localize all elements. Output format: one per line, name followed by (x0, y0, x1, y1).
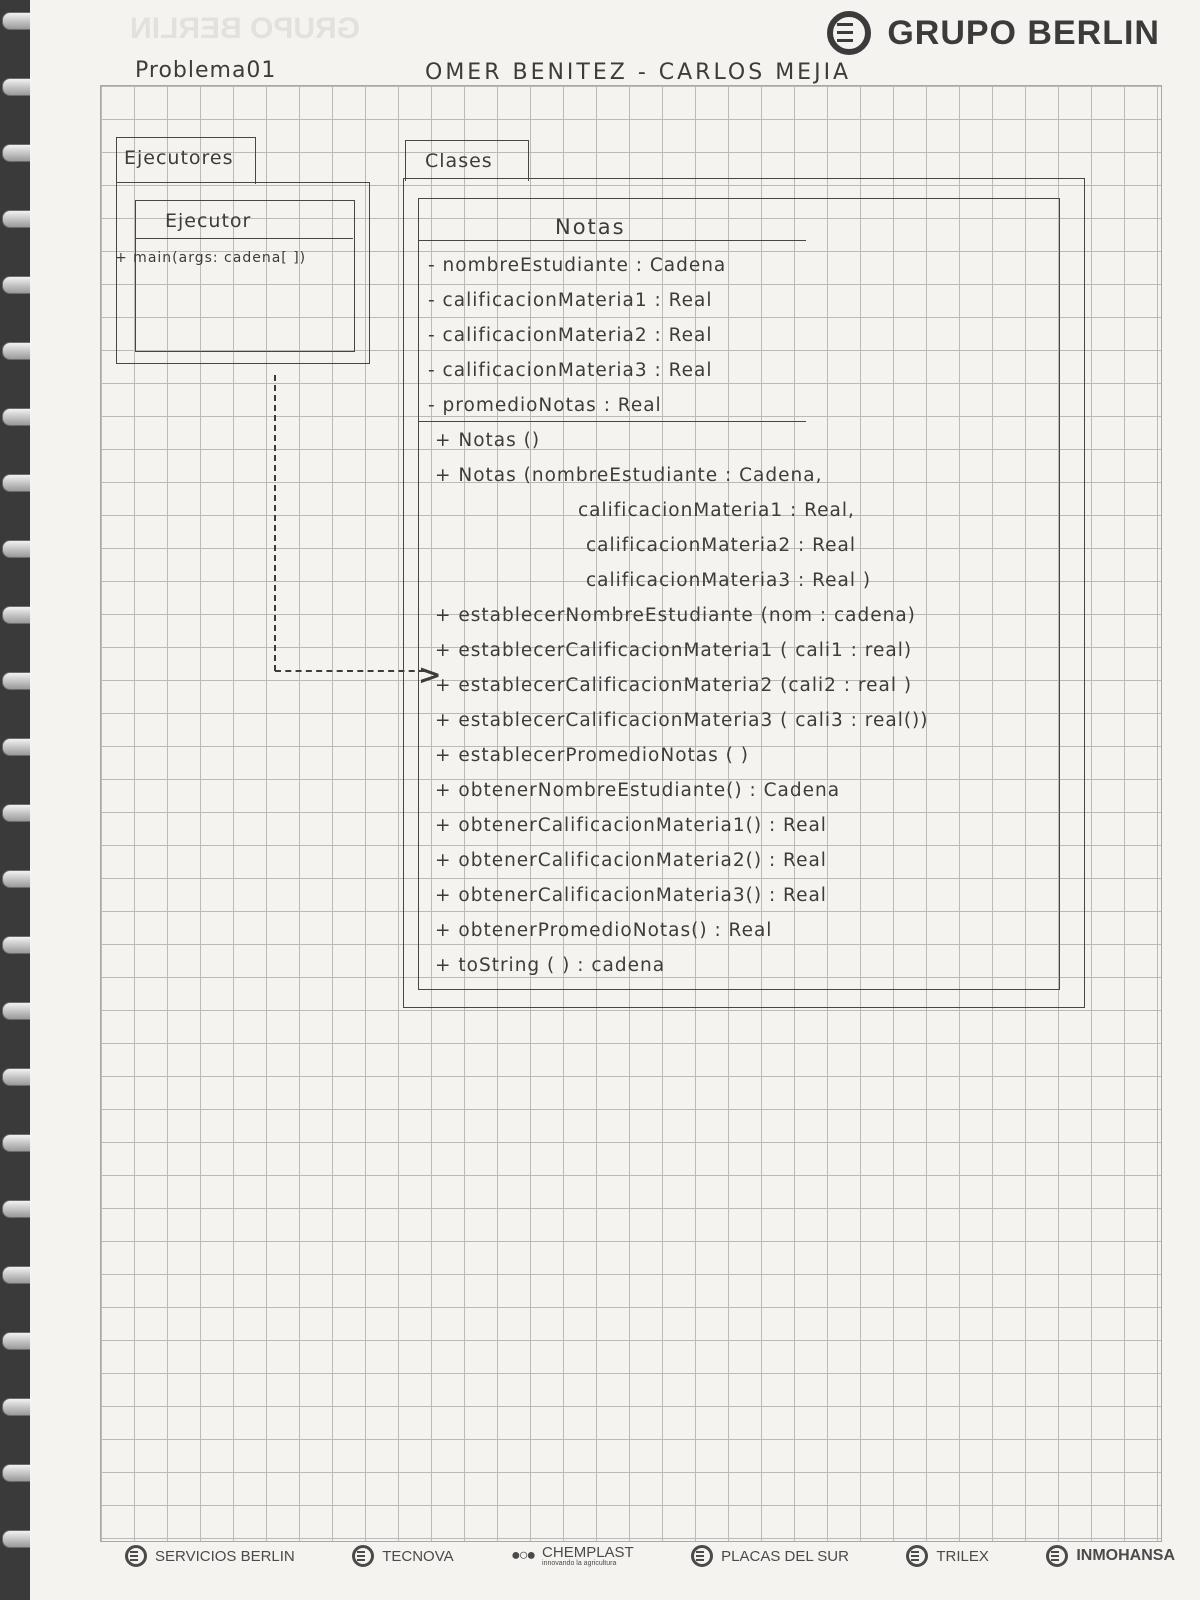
method-row: + toString ( ) : cadena (435, 955, 666, 976)
method-row: + obtenerPromedioNotas() : Real (435, 920, 773, 941)
dependency-line-horizontal (275, 670, 425, 672)
footer-brand: ●○● CHEMPLAST innovando la agricultura (511, 1545, 634, 1567)
graph-paper-grid (100, 85, 1162, 1542)
method-row-continuation: calificacionMateria1 : Real, (578, 500, 855, 521)
footer-brand: INMOHANSA (1046, 1545, 1175, 1567)
notas-class-name: Notas (555, 215, 626, 239)
method-row: + obtenerNombreEstudiante() : Cadena (435, 780, 841, 801)
method-row-continuation: calificacionMateria3 : Real ) (586, 570, 872, 591)
method-row: + establecerCalificacionMateria2 (cali2 … (435, 675, 913, 696)
dependency-line-vertical (274, 375, 276, 671)
chemplast-brand: CHEMPLAST innovando la agricultura (542, 1545, 634, 1567)
footer-brand-label: PLACAS DEL SUR (721, 1547, 849, 1565)
attribute-row: - calificacionMateria2 : Real (428, 325, 713, 346)
notas-attributes-divider (418, 421, 806, 422)
ejecutor-main-method: + main(args: cadena[ ]) (115, 250, 307, 266)
authors-title: OMER BENITEZ - CARLOS MEJIA (425, 60, 852, 85)
method-row: + obtenerCalificacionMateria3() : Real (435, 885, 827, 906)
footer-brand-label: TECNOVA (382, 1547, 454, 1565)
method-row-continuation: calificacionMateria2 : Real (586, 535, 856, 556)
brand-header: GRUPO BERLIN (827, 8, 1160, 58)
method-row: + obtenerCalificacionMateria2() : Real (435, 850, 827, 871)
clases-package-label: Clases (425, 150, 493, 172)
berlin-logo-icon (352, 1545, 375, 1567)
footer-brand-label: INMOHANSA (1076, 1547, 1175, 1564)
berlin-logo-icon (906, 1545, 929, 1567)
ejecutores-package-tab (116, 137, 256, 184)
footer-brands: SERVICIOS BERLIN TECNOVA ●○● CHEMPLAST i… (125, 1538, 1175, 1574)
footer-brand-label: CHEMPLAST (542, 1544, 634, 1561)
dependency-arrowhead-icon: > (418, 658, 442, 691)
berlin-logo-icon (125, 1545, 147, 1567)
ejecutores-package-label: Ejecutores (124, 147, 234, 169)
notas-name-divider (418, 240, 806, 241)
ejecutor-class-name: Ejecutor (165, 210, 252, 232)
berlin-logo-icon (827, 11, 872, 55)
method-row: + Notas () (435, 430, 541, 451)
attribute-row: - nombreEstudiante : Cadena (428, 255, 727, 276)
method-row: + Notas (nombreEstudiante : Cadena, (435, 465, 823, 486)
brand-name: GRUPO BERLIN (887, 13, 1160, 52)
berlin-logo-icon (691, 1545, 714, 1567)
problem-title: Problema01 (135, 58, 277, 83)
clases-package-tab (405, 140, 529, 181)
chemplast-tagline: innovando la agricultura (542, 1560, 617, 1567)
method-row: + establecerCalificacionMateria1 ( cali1… (435, 640, 913, 661)
notas-class-box (418, 198, 1060, 990)
method-row: + establecerCalificacionMateria3 ( cali3… (435, 710, 929, 731)
attribute-row: - promedioNotas : Real (428, 395, 662, 416)
bleed-through-brand: GRUPO BERLIN (130, 12, 361, 45)
footer-brand: TRILEX (906, 1545, 989, 1567)
footer-brand: SERVICIOS BERLIN (125, 1545, 295, 1567)
method-row: + obtenerCalificacionMateria1() : Real (435, 815, 827, 836)
footer-brand: PLACAS DEL SUR (691, 1545, 849, 1567)
ejecutor-class-box (135, 200, 355, 352)
footer-brand-label: SERVICIOS BERLIN (155, 1547, 295, 1565)
attribute-row: - calificacionMateria1 : Real (428, 290, 713, 311)
ejecutores-package (116, 182, 370, 364)
ejecutor-class-divider (135, 238, 353, 239)
method-row: + establecerPromedioNotas ( ) (435, 745, 749, 766)
inmohansa-logo-icon (1046, 1545, 1069, 1567)
clases-package (403, 178, 1085, 1008)
footer-brand: TECNOVA (352, 1545, 454, 1567)
molecule-icon: ●○● (511, 1547, 536, 1564)
footer-brand-label: TRILEX (936, 1547, 989, 1565)
attribute-row: - calificacionMateria3 : Real (428, 360, 713, 381)
notebook-page: GRUPO BERLIN GRUPO BERLIN Problema01 OME… (30, 0, 1200, 1600)
method-row: + establecerNombreEstudiante (nom : cade… (435, 605, 916, 626)
